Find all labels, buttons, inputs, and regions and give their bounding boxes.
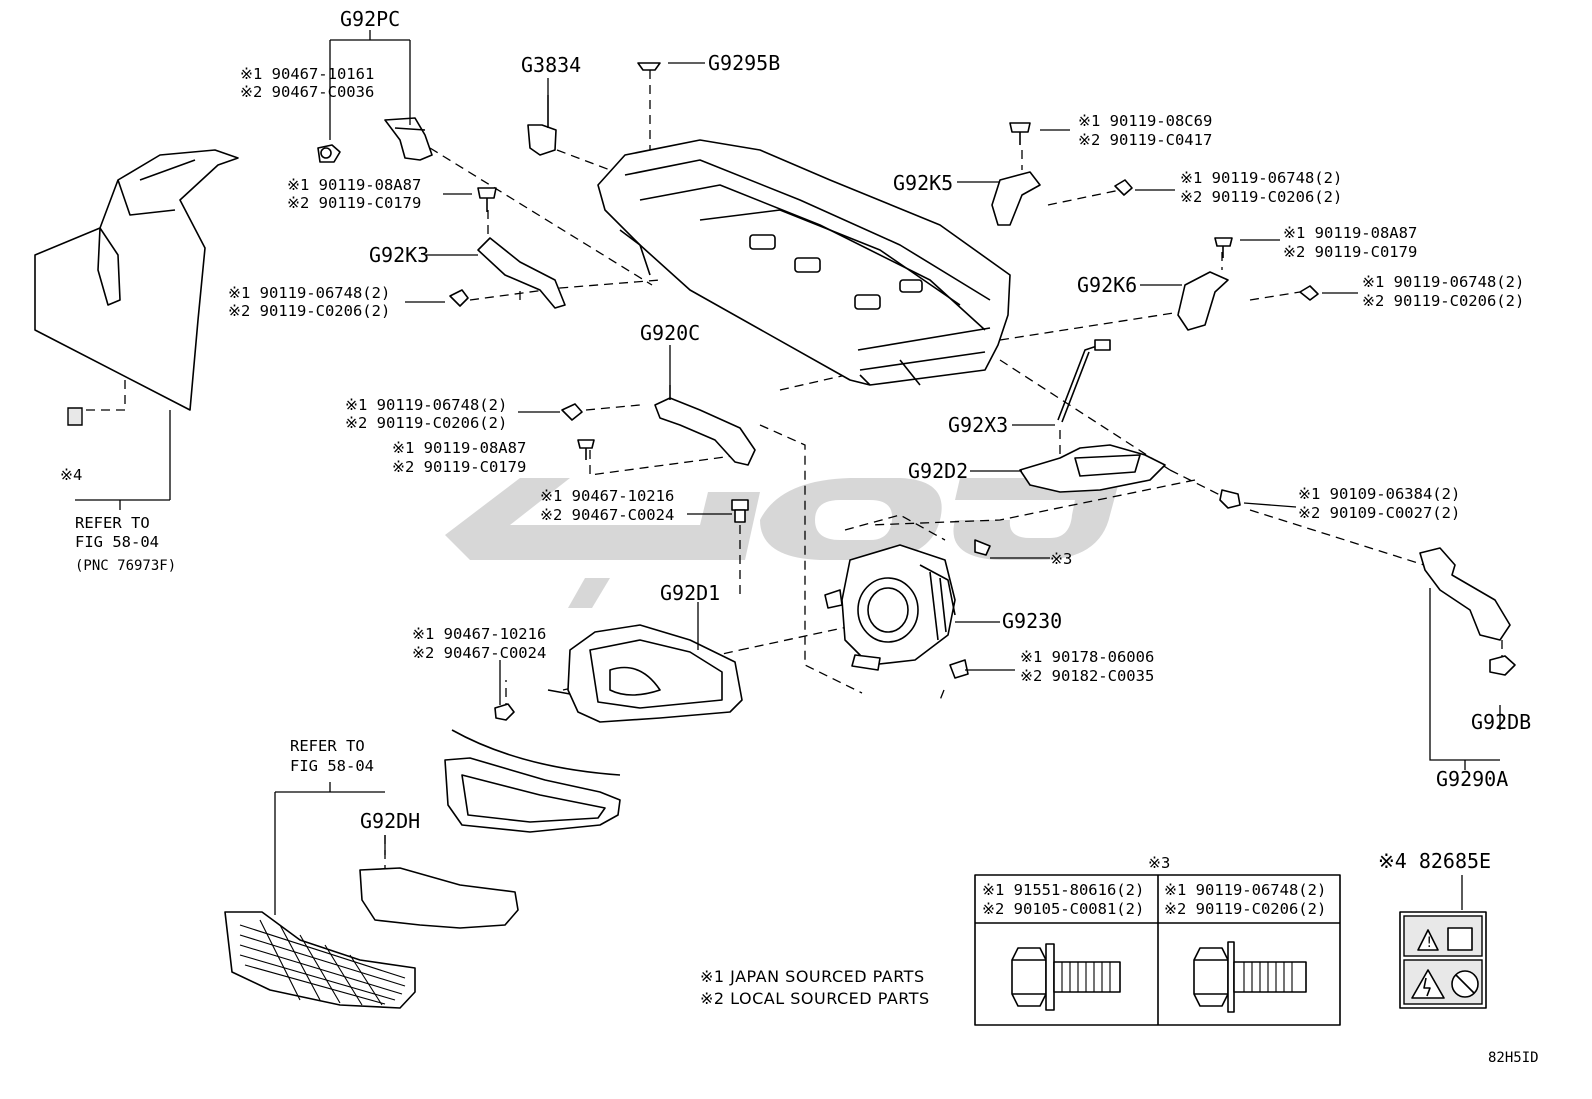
no-touch-icon	[1455, 974, 1475, 994]
g92k3-bracket	[449, 187, 566, 309]
callout-c0-1: ※1 90119-06748(2)	[345, 396, 507, 414]
ref-bottom-line2: FIG 58-04	[290, 757, 374, 775]
leader-lines	[75, 30, 1501, 915]
callout-clip1-1: ※1 90467-10216	[540, 487, 674, 505]
table-col1-line2: ※2 90105-C0081(2)	[982, 900, 1144, 918]
callout-pc-1: ※1 90467-10161	[240, 65, 374, 83]
g9230-blower	[824, 514, 991, 679]
g92x3-harness	[1057, 339, 1111, 423]
callout-star4: ※4	[60, 466, 82, 484]
caution-label: !	[1399, 911, 1487, 1009]
callout-c0-2: ※2 90119-C0206(2)	[345, 414, 507, 432]
callout-k5top-2: ※2 90119-C0417	[1078, 131, 1212, 149]
ref-left-line1: REFER TO	[75, 514, 150, 532]
table-col2-line2: ※2 90119-C0206(2)	[1164, 900, 1326, 918]
ref-bottom-line1: REFER TO	[290, 737, 365, 755]
g9295b-clip	[637, 62, 661, 71]
callout-c0b-1: ※1 90119-08A87	[392, 439, 526, 457]
part-label-g920c: G920C	[640, 321, 700, 345]
part-label-g3834: G3834	[521, 53, 581, 77]
drawing-code: 82H5ID	[1488, 1050, 1539, 1066]
flange-bolt-icon	[1011, 943, 1121, 1011]
callout-clip2-2: ※2 90467-C0024	[412, 644, 546, 662]
legend-line1: ※1 JAPAN SOURCED PARTS	[700, 967, 925, 986]
part-label-g92d2: G92D2	[908, 459, 968, 483]
part-labels: G92PC G3834 G9295B G92K5 G92K3 G92K6 G92…	[340, 7, 1531, 873]
callout-d2bolt-2: ※2 90109-C0027(2)	[1298, 504, 1460, 522]
callout-k6top-2: ※2 90119-C0179	[1283, 243, 1417, 261]
part-label-g9295b: G9295B	[708, 51, 780, 75]
part-label-g9290a: G9290A	[1436, 767, 1508, 791]
part-label-g92db: G92DB	[1471, 710, 1531, 734]
callout-nut-1: ※1 90178-06006	[1020, 648, 1154, 666]
legend-line2: ※2 LOCAL SOURCED PARTS	[700, 989, 930, 1008]
part-label-g92x3: G92X3	[948, 413, 1008, 437]
callout-k5side-1: ※1 90119-06748(2)	[1180, 169, 1342, 187]
lower-trim-panel	[444, 729, 621, 833]
callout-k3bolt-1: ※1 90119-06748(2)	[228, 284, 390, 302]
g92d1-clip	[731, 499, 749, 523]
part-label-g92pc: G92PC	[340, 7, 400, 31]
warning-triangle-icon: !	[1425, 935, 1433, 951]
washer-bolt-icon	[1193, 941, 1307, 1013]
callout-nut-2: ※2 90182-C0035	[1020, 667, 1154, 685]
callout-d2bolt-1: ※1 90109-06384(2)	[1298, 485, 1460, 503]
g92d2-duct	[1019, 444, 1241, 509]
g3834-clip	[527, 95, 557, 156]
g9290a-harness	[1419, 547, 1516, 676]
callout-k3bolt-2: ※2 90119-C0206(2)	[228, 302, 390, 320]
callout-k6side-1: ※1 90119-06748(2)	[1362, 273, 1524, 291]
callout-clip2-1: ※1 90467-10216	[412, 625, 546, 643]
grille-panel	[224, 911, 416, 1009]
callout-k5top-1: ※1 90119-08C69	[1078, 112, 1212, 130]
part-label-82685e: ※4 82685E	[1378, 849, 1491, 873]
g92k5-bracket	[991, 122, 1133, 226]
g92dh-seal	[359, 835, 519, 929]
part-label-g92k5: G92K5	[893, 171, 953, 195]
callout-k6top-1: ※1 90119-08A87	[1283, 224, 1417, 242]
side-panel-illustration	[34, 149, 239, 426]
high-voltage-icon	[1423, 977, 1431, 997]
ref-left-line2: FIG 58-04	[75, 533, 159, 551]
callout-clip1-2: ※2 90467-C0024	[540, 506, 674, 524]
table-col1-line1: ※1 91551-80616(2)	[982, 881, 1144, 899]
g92k6-bracket	[1177, 237, 1319, 331]
callout-k5side-2: ※2 90119-C0206(2)	[1180, 188, 1342, 206]
part-number-callouts: ※1 90467-10161 ※2 90467-C0036 ※1 90119-0…	[60, 65, 1524, 685]
callout-a87-top-2: ※2 90119-C0179	[287, 194, 421, 212]
table-header: ※3	[1148, 854, 1170, 872]
reference-notes: REFER TO FIG 58-04 (PNC 76973F) REFER TO…	[75, 514, 374, 775]
callout-star3: ※3	[1050, 550, 1072, 568]
callout-c0b-2: ※2 90119-C0179	[392, 458, 526, 476]
part-label-g92k6: G92K6	[1077, 273, 1137, 297]
ref-left-line3: (PNC 76973F)	[75, 558, 176, 574]
sourcing-legend: ※1 JAPAN SOURCED PARTS ※2 LOCAL SOURCED …	[700, 967, 930, 1008]
callout-k6side-2: ※2 90119-C0206(2)	[1362, 292, 1524, 310]
part-label-g92dh: G92DH	[360, 809, 420, 833]
g920c-bracket	[561, 385, 756, 466]
table-col2-line1: ※1 90119-06748(2)	[1164, 881, 1326, 899]
callout-a87-top-1: ※1 90119-08A87	[287, 176, 421, 194]
bolt-table: ※3 ※1 91551-80616(2) ※2 90105-C0081(2) ※…	[974, 854, 1341, 1026]
part-label-g92k3: G92K3	[369, 243, 429, 267]
g92pc-bracket	[317, 117, 433, 163]
part-label-g92d1: G92D1	[660, 581, 720, 605]
part-label-g9230: G9230	[1002, 609, 1062, 633]
battery-pack	[597, 139, 1011, 386]
callout-pc-2: ※2 90467-C0036	[240, 83, 374, 101]
